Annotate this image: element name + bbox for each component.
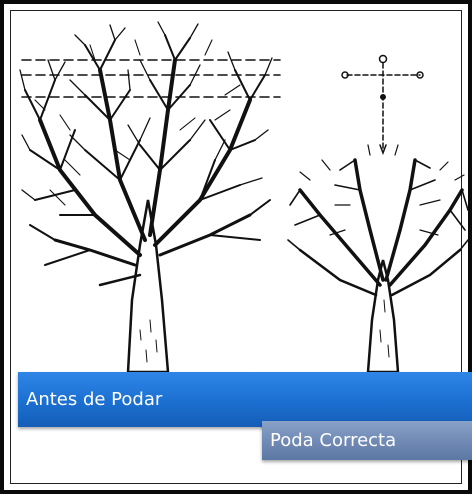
trunk-after [366, 259, 400, 374]
tree-before-pruning [19, 21, 281, 374]
trunk-before [126, 199, 170, 374]
before-pruning-label: Antes de Podar [26, 389, 163, 410]
tree-after-pruning [287, 54, 469, 374]
correct-pruning-banner: Poda Correcta [262, 421, 472, 460]
correct-pruning-label: Poda Correcta [270, 430, 397, 451]
before-pruning-banner: Antes de Podar [18, 372, 472, 427]
